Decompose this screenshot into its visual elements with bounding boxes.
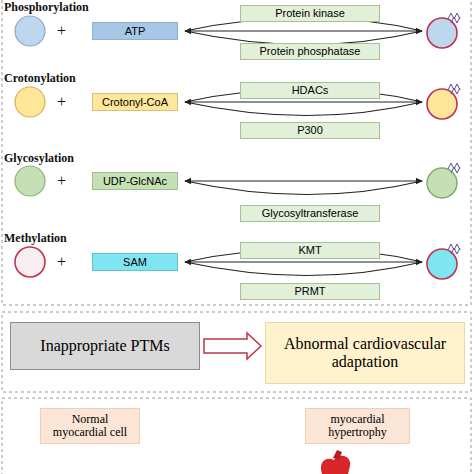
protein-circle bbox=[15, 166, 45, 196]
node-text: Protein kinase bbox=[275, 7, 345, 19]
protein-circle bbox=[15, 87, 45, 117]
row-label: Crotonylation bbox=[4, 71, 76, 86]
panel-frame bbox=[2, 312, 471, 392]
state-box: myocardial hypertrophy bbox=[305, 408, 410, 444]
panel-frame bbox=[2, 0, 471, 305]
node-text: Glycosyltransferase bbox=[262, 207, 359, 219]
reaction-arrow bbox=[185, 101, 422, 102]
protein-circle bbox=[15, 16, 45, 46]
node-text: P300 bbox=[297, 124, 323, 136]
node-text: UDP-GlcNAc bbox=[103, 175, 167, 187]
plus-sign: + bbox=[57, 172, 66, 190]
reaction-curve bbox=[185, 262, 422, 276]
enzyme-box: PRMT bbox=[240, 283, 380, 300]
row-label: Glycosylation bbox=[4, 151, 74, 166]
reaction-arrow bbox=[185, 261, 422, 262]
heart-illustration bbox=[333, 450, 342, 460]
modification-mark bbox=[448, 163, 460, 173]
modified-protein bbox=[427, 168, 457, 198]
substrate-box: Crotonyl-CoA bbox=[92, 93, 178, 111]
cause-box: Inappropriate PTMs bbox=[10, 322, 200, 370]
enzyme-box: KMT bbox=[240, 242, 380, 259]
reaction-arrow bbox=[185, 180, 422, 181]
enzyme-box: Protein kinase bbox=[240, 5, 380, 22]
reaction-curve bbox=[185, 181, 422, 195]
node-text: Normal myocardial cell bbox=[45, 413, 135, 439]
state-box: Normal myocardial cell bbox=[40, 408, 140, 444]
protein-circle bbox=[15, 247, 45, 277]
plus-sign: + bbox=[57, 93, 66, 111]
node-text: HDACs bbox=[292, 84, 329, 96]
enzyme-box: Glycosyltransferase bbox=[240, 205, 380, 222]
node-text: Protein phosphatase bbox=[260, 45, 361, 57]
reaction-arrow bbox=[185, 30, 422, 31]
enzyme-box: HDACs bbox=[240, 82, 380, 99]
node-text: PRMT bbox=[294, 285, 325, 297]
substrate-box: UDP-GlcNAc bbox=[92, 172, 178, 190]
modified-protein bbox=[427, 89, 457, 119]
node-text: Inappropriate PTMs bbox=[40, 337, 169, 355]
outcome-box: Abnormal cardiovascular adaptation bbox=[265, 322, 465, 384]
modification-mark bbox=[448, 84, 460, 94]
node-text: Abnormal cardiovascular adaptation bbox=[270, 335, 460, 370]
enzyme-box: Protein phosphatase bbox=[240, 43, 380, 60]
plus-sign: + bbox=[57, 253, 66, 271]
row-label: Methylation bbox=[4, 231, 67, 246]
modification-mark bbox=[448, 13, 460, 23]
modified-protein bbox=[427, 18, 457, 48]
node-text: Crotonyl-CoA bbox=[102, 96, 168, 108]
modification-mark bbox=[448, 244, 460, 254]
block-arrow bbox=[204, 333, 261, 359]
node-text: KMT bbox=[298, 244, 321, 256]
enzyme-box: P300 bbox=[240, 122, 380, 139]
node-text: myocardial hypertrophy bbox=[310, 413, 405, 439]
node-text: SAM bbox=[123, 256, 147, 268]
reaction-curve bbox=[185, 102, 422, 116]
modified-protein bbox=[427, 249, 457, 279]
plus-sign: + bbox=[57, 22, 66, 40]
panel-frame bbox=[2, 398, 471, 474]
substrate-box: ATP bbox=[92, 22, 178, 40]
node-text: ATP bbox=[125, 25, 146, 37]
row-label: Phosphorylation bbox=[4, 0, 89, 15]
substrate-box: SAM bbox=[92, 253, 178, 271]
